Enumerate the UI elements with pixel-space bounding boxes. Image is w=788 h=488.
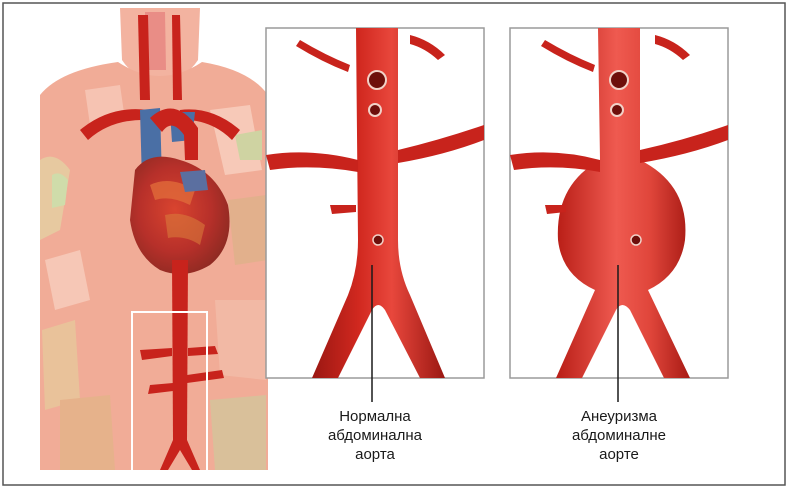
normal-aorta-caption: Нормална абдоминална аорта — [300, 407, 450, 464]
human-torso — [40, 8, 268, 474]
normal-aorta-panel — [266, 28, 484, 378]
caption-line: Нормална — [300, 407, 450, 426]
caption-line: Анеуризма — [544, 407, 694, 426]
caption-line: аорта — [300, 445, 450, 464]
caption-line: абдоминалне — [544, 426, 694, 445]
caption-line: аорте — [544, 445, 694, 464]
aneurysm-panel — [510, 28, 728, 378]
caption-line: абдоминална — [300, 426, 450, 445]
aneurysm-caption: Анеуризма абдоминалне аорте — [544, 407, 694, 464]
